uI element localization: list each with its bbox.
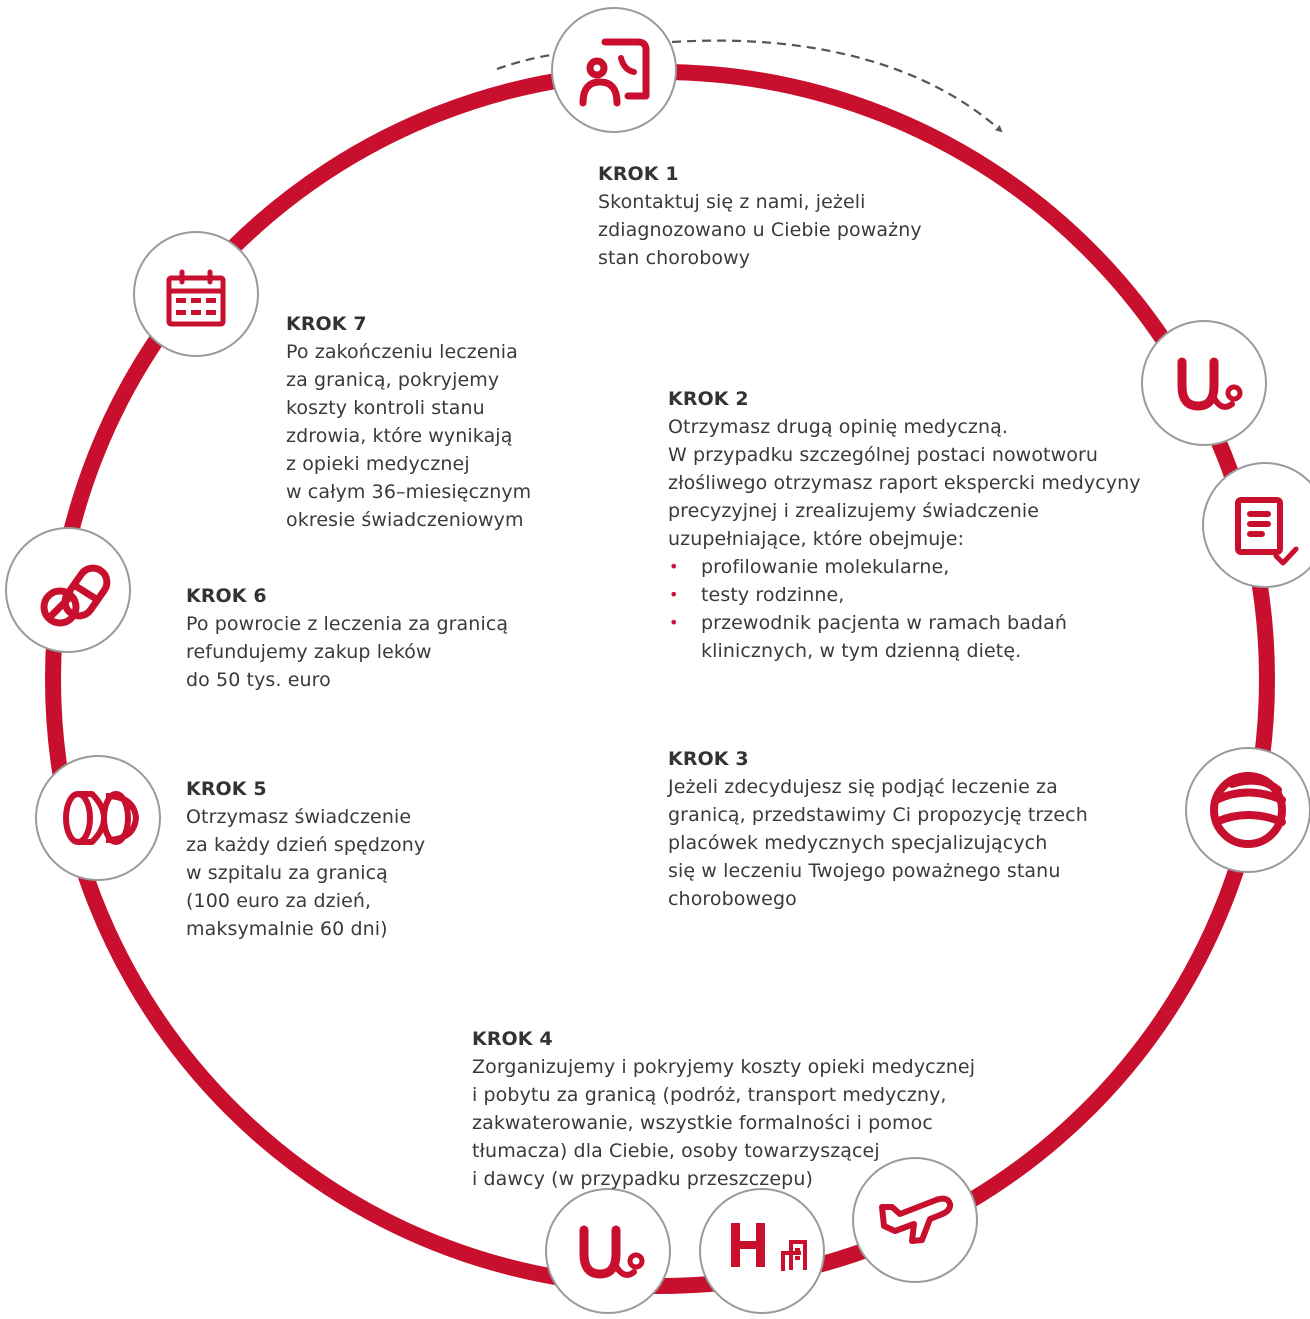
step-7-text: Po zakończeniu leczenia za granicą, pokr… (286, 341, 532, 531)
phone-contact-icon (551, 7, 677, 133)
step-2-bullet: przewodnik pacjenta w ramach badań klini… (668, 609, 1188, 665)
step-2-title: KROK 2 (668, 388, 749, 410)
step-5-title: KROK 5 (186, 778, 267, 800)
stethoscope-icon (1141, 320, 1267, 446)
airplane-icon (852, 1157, 978, 1283)
direction-arrow-left (496, 52, 559, 71)
step-6-text: Po powrocie z leczenia za granicą refund… (186, 613, 509, 691)
step-5-text: Otrzymasz świadczenie za każdy dzień spę… (186, 806, 426, 940)
hospital-building-icon (699, 1188, 825, 1314)
step-2-bullet: profilowanie molekularne, (668, 553, 1188, 581)
step-1-title: KROK 1 (598, 163, 679, 185)
step-2-bullet-list: profilowanie molekularne, testy rodzinne… (668, 553, 1188, 665)
step-7: KROK 7 Po zakończeniu leczenia za granic… (286, 310, 586, 534)
step-1-text: Skontaktuj się z nami, jeżeli zdiagnozow… (598, 191, 922, 269)
step-3: KROK 3 Jeżeli zdecydujesz się podjąć lec… (668, 745, 1148, 913)
step-5: KROK 5 Otrzymasz świadczenie za każdy dz… (186, 775, 486, 943)
step-1: KROK 1 Skontaktuj się z nami, jeżeli zdi… (598, 160, 1018, 272)
step-6-title: KROK 6 (186, 585, 267, 607)
direction-arrow-right (671, 39, 1003, 133)
pill-capsule-icon (5, 527, 131, 653)
step-7-title: KROK 7 (286, 313, 367, 335)
step-4-text: Zorganizujemy i pokryjemy koszty opieki … (472, 1056, 976, 1190)
medical-report-icon (1202, 462, 1310, 588)
step-4: KROK 4 Zorganizujemy i pokryjemy koszty … (472, 1025, 1032, 1193)
stethoscope-icon (545, 1188, 671, 1314)
step-6: KROK 6 Po powrocie z leczenia za granicą… (186, 582, 586, 694)
step-3-text: Jeżeli zdecydujesz się podjąć leczenie z… (668, 776, 1088, 910)
step-3-title: KROK 3 (668, 748, 749, 770)
step-2-text: Otrzymasz drugą opinię medyczną. W przyp… (668, 416, 1141, 550)
step-2: KROK 2 Otrzymasz drugą opinię medyczną. … (668, 385, 1188, 665)
calendar-icon (133, 231, 259, 357)
step-2-bullet: testy rodzinne, (668, 581, 1188, 609)
pill-tablet-icon (35, 755, 161, 881)
step-4-title: KROK 4 (472, 1028, 553, 1050)
globe-icon (1185, 747, 1310, 873)
